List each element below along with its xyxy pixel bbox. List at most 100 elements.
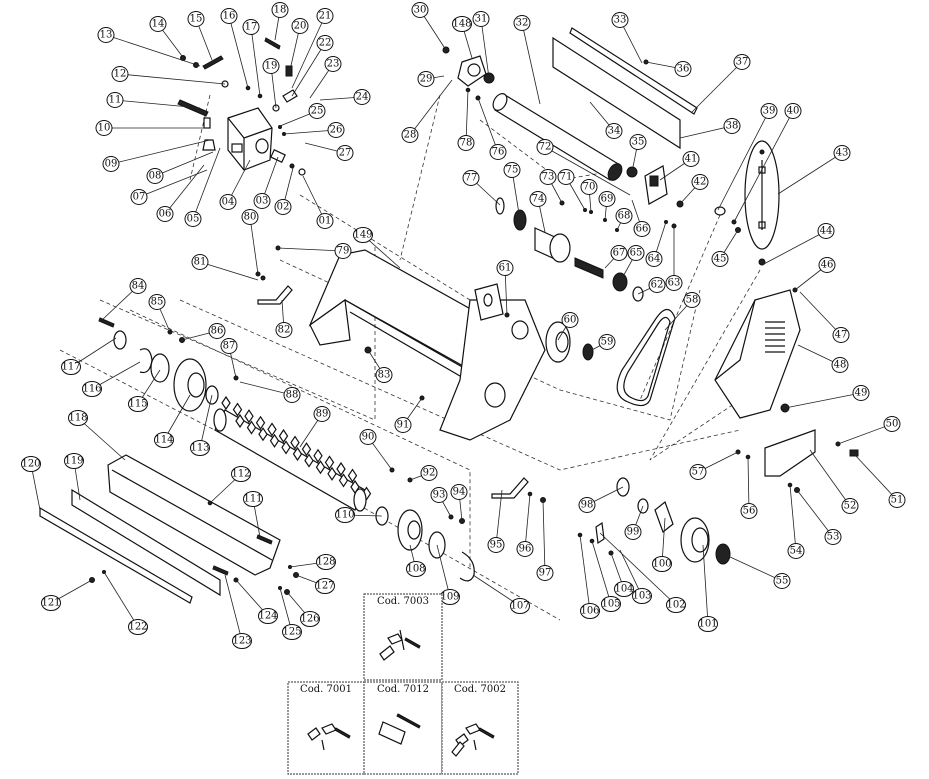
callout-122: 122 [128, 619, 148, 635]
callout-57: 57 [689, 464, 707, 480]
callout-19: 19 [262, 58, 280, 74]
callout-bubble [513, 15, 531, 31]
callout-bubble [308, 103, 326, 119]
leader-line-43 [777, 152, 843, 195]
kit-title-7003: Cod. 7003 [377, 596, 429, 607]
callout-label: 78 [460, 138, 473, 149]
callout-115: 115 [128, 396, 148, 412]
callout-label: 03 [256, 196, 269, 207]
callout-label: 109 [440, 592, 459, 603]
leader-line-106 [579, 534, 591, 612]
callout-58: 58 [683, 292, 701, 308]
callout-128: 128 [316, 554, 336, 570]
callout-label: 45 [714, 254, 727, 265]
leader-line-17 [250, 26, 261, 97]
callout-label: 59 [601, 337, 614, 348]
callout-20: 20 [291, 18, 309, 34]
callout-13: 13 [97, 27, 115, 43]
flail-blade [338, 473, 349, 488]
callout-label: 12 [114, 69, 127, 80]
callout-label: 77 [465, 173, 478, 184]
leader-line-21 [291, 15, 326, 89]
callout-bubble [740, 503, 758, 519]
callout-bubble [629, 134, 647, 150]
leader-line-01 [302, 175, 326, 222]
callout-label: 58 [686, 295, 699, 306]
callout-16: 16 [220, 8, 238, 24]
callout-bubble [841, 498, 859, 514]
leader-line-113 [199, 394, 213, 449]
callout-bubble [627, 245, 645, 261]
callout-label: 60 [564, 315, 577, 326]
callout-23: 23 [324, 56, 342, 72]
callout-label: 25 [311, 106, 324, 117]
callout-label: 27 [339, 148, 352, 159]
callout-97: 97 [536, 565, 554, 581]
callout-label: 93 [433, 490, 446, 501]
callout-label: 124 [258, 611, 277, 622]
side-decal [714, 140, 780, 266]
callout-bubble [682, 151, 700, 167]
callout-121: 121 [41, 595, 61, 611]
callout-bubble [300, 611, 320, 627]
callout-bubble [472, 11, 490, 27]
leader-line-105 [591, 540, 612, 605]
callout-bubble [316, 554, 336, 570]
callout-56: 56 [740, 503, 758, 519]
callout-bubble [64, 453, 84, 469]
callout-label: 34 [608, 126, 621, 137]
callout-99: 99 [624, 524, 642, 540]
callout-label: 43 [836, 148, 849, 159]
callout-35: 35 [629, 134, 647, 150]
callout-bubble [316, 35, 334, 51]
callout-bubble [818, 257, 836, 273]
callout-label: 16 [223, 11, 236, 22]
callout-06: 06 [156, 206, 174, 222]
callout-label: 07 [133, 192, 146, 203]
callout-bubble [831, 357, 849, 373]
flail-blade [347, 468, 358, 483]
callout-label: 66 [636, 224, 649, 235]
callout-bubble [102, 156, 120, 172]
flail-blade [269, 433, 280, 448]
callout-72: 72 [536, 139, 554, 155]
callout-bubble [243, 491, 263, 507]
callout-71: 71 [557, 169, 575, 185]
callout-84: 84 [129, 278, 147, 294]
flail-blade [255, 415, 266, 430]
callout-label: 28 [404, 130, 417, 141]
callout-08: 08 [146, 168, 164, 184]
callout-label: 90 [362, 432, 375, 443]
gearbox-housing [177, 37, 306, 176]
callout-bubble [605, 123, 623, 139]
callout-117: 117 [61, 359, 81, 375]
callout-61: 61 [496, 260, 514, 276]
callout-86: 86 [208, 323, 226, 339]
kit-parts-drawings [307, 629, 495, 757]
callout-90: 90 [359, 429, 377, 445]
callout-label: 85 [151, 297, 164, 308]
flail-blade [258, 427, 268, 442]
callout-bubble [691, 174, 709, 190]
callout-85: 85 [148, 294, 166, 310]
callout-label: 102 [666, 600, 685, 611]
callout-bubble [420, 465, 438, 481]
pulleys-belt [545, 308, 676, 407]
callout-label: 24 [356, 92, 369, 103]
kit-boxes: Cod. 7003 Cod. 7001 Cod. 7012 Cod. 7002 [287, 593, 519, 775]
callout-49: 49 [852, 385, 870, 401]
leader-line-72 [544, 146, 631, 196]
callout-bubble [633, 221, 651, 237]
leader-line-101 [702, 544, 709, 625]
callout-label: 86 [211, 326, 224, 337]
callout-bubble [817, 223, 835, 239]
callout-label: 68 [618, 211, 631, 222]
callout-98: 98 [578, 497, 596, 513]
leader-line-40 [733, 110, 794, 223]
callout-64: 64 [645, 251, 663, 267]
callout-bubble [154, 432, 174, 448]
leader-line-16 [228, 15, 249, 89]
callout-label: 100 [652, 559, 671, 570]
callout-17: 17 [242, 19, 260, 35]
